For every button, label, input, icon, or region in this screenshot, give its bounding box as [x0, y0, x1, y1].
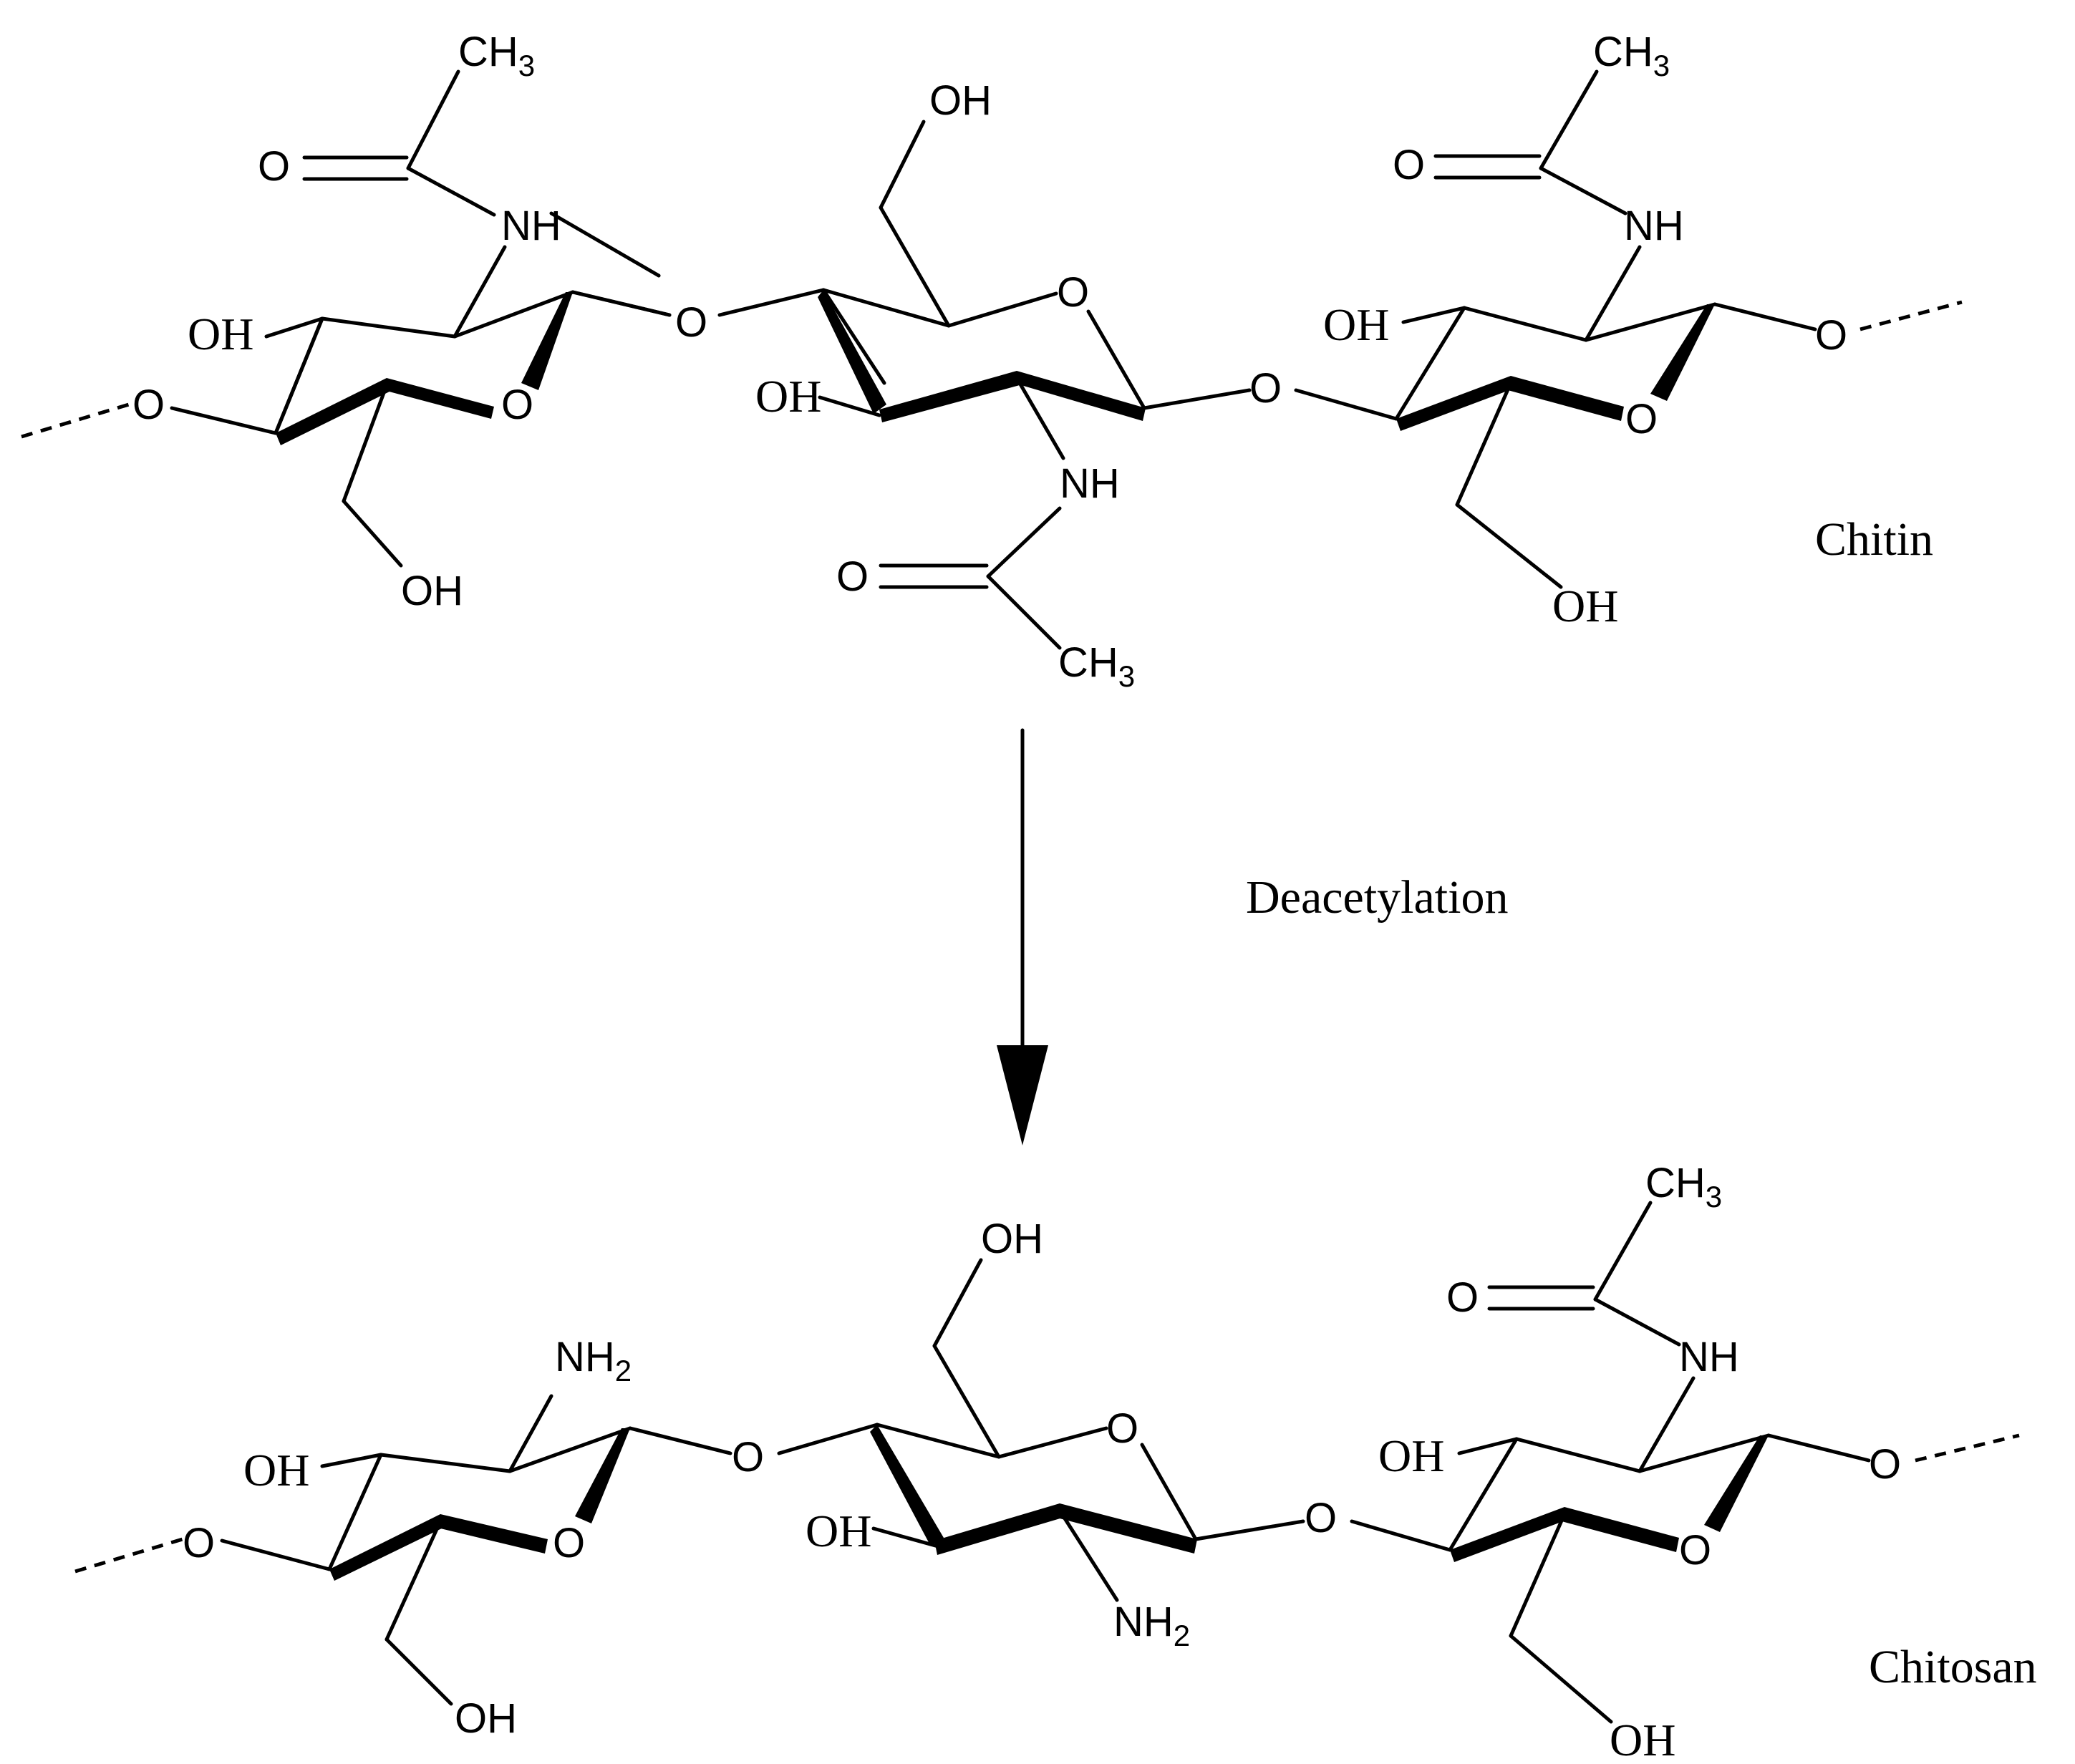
reaction-label: Deacetylation	[1246, 871, 1508, 924]
svg-text:CH3: CH3	[1645, 1160, 1722, 1213]
svg-text:NH: NH	[1679, 1334, 1739, 1380]
svg-text:O: O	[1106, 1405, 1138, 1452]
svg-text:O: O	[1305, 1495, 1337, 1541]
chain-end-left-top	[21, 400, 137, 439]
svg-text:O: O	[1869, 1441, 1901, 1488]
chitosan-ring-3	[1350, 1201, 2020, 1724]
chitin-atom-labels: CH3 O NH OH O O O OH OH O OH O NH O CH3 …	[132, 29, 1847, 693]
svg-text:OH: OH	[401, 568, 463, 614]
svg-text:OH: OH	[929, 77, 992, 124]
svg-text:NH2: NH2	[555, 1334, 632, 1387]
svg-text:O: O	[501, 382, 533, 428]
chitin-label: Chitin	[1815, 513, 1933, 566]
svg-text:OH: OH	[188, 309, 253, 359]
svg-text:NH: NH	[501, 203, 561, 249]
svg-text:OH: OH	[243, 1445, 309, 1496]
svg-text:O: O	[258, 143, 290, 190]
chitosan-label: Chitosan	[1869, 1641, 2037, 1693]
svg-text:OH: OH	[1610, 1715, 1675, 1764]
svg-text:CH3: CH3	[1593, 29, 1670, 82]
chitosan-atom-labels: NH2 OH O O O OH OH O OH O NH2 CH3 O NH O…	[183, 1160, 1901, 1764]
svg-text:O: O	[183, 1520, 215, 1566]
chitin-ring-3	[1294, 69, 1963, 589]
ring1-front-wedge	[276, 378, 392, 445]
chitosan-ring-2	[777, 1258, 1305, 1602]
svg-text:O: O	[1679, 1527, 1711, 1574]
chitosan-ring-1	[74, 1394, 732, 1706]
svg-text:OH: OH	[455, 1695, 517, 1742]
chitin-ring-2	[571, 120, 1252, 650]
svg-text:OH: OH	[806, 1506, 871, 1556]
svg-text:O: O	[553, 1520, 585, 1566]
svg-text:OH: OH	[1323, 299, 1389, 350]
svg-text:O: O	[1249, 365, 1282, 412]
svg-text:OH: OH	[981, 1216, 1043, 1262]
chitin-ring-1	[274, 316, 324, 435]
svg-text:O: O	[1625, 396, 1658, 442]
chitin-structure	[21, 69, 672, 568]
svg-text:O: O	[1446, 1274, 1479, 1321]
svg-text:O: O	[1393, 142, 1425, 188]
svg-text:O: O	[836, 553, 869, 600]
svg-text:OH: OH	[755, 371, 821, 422]
svg-text:O: O	[1815, 312, 1847, 359]
reaction-arrow	[997, 728, 1048, 1145]
svg-text:O: O	[732, 1434, 764, 1480]
svg-text:OH: OH	[1378, 1430, 1444, 1481]
svg-text:O: O	[1057, 269, 1089, 316]
svg-text:OH: OH	[1552, 581, 1618, 631]
svg-text:CH3: CH3	[1058, 639, 1135, 693]
svg-text:NH: NH	[1060, 460, 1120, 507]
svg-text:O: O	[132, 382, 165, 428]
svg-text:O: O	[675, 299, 707, 346]
svg-text:CH3: CH3	[458, 29, 535, 82]
svg-text:NH2: NH2	[1113, 1599, 1190, 1652]
svg-text:NH: NH	[1624, 203, 1684, 249]
